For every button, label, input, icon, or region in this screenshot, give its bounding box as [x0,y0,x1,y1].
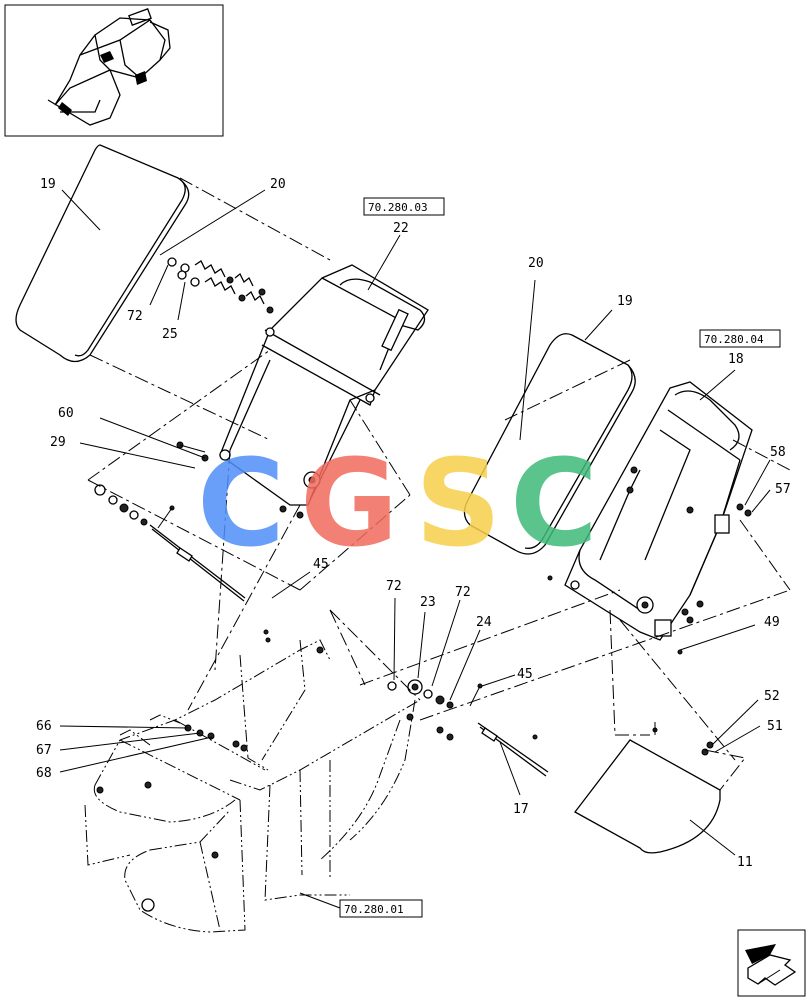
leader-lines [59,189,771,909]
callout-68: 68 [36,766,52,781]
assembly-lines [87,177,791,791]
conveyor-frame-18 [547,381,753,655]
belt-19-left [15,144,190,363]
callout-18: 18 [728,352,744,367]
callout-45: 45 [313,557,329,572]
machine-overview-icon [47,8,171,126]
callout-66: 66 [36,719,52,734]
callout-19: 19 [617,294,633,309]
watermark-letter-c2: C [510,435,598,574]
ref-70-280-01-label: 70.280.01 [344,903,404,916]
ref-70-280-01[interactable]: 70.280.01 [339,899,423,918]
callout-29: 29 [50,435,66,450]
conveyor-frame-22 [219,264,429,506]
thumbnail-inset[interactable] [4,4,224,137]
callout-20: 20 [270,177,286,192]
ref-70-280-03-label: 70.280.03 [368,201,428,214]
watermark-letter-c1: C [197,435,285,574]
callout-72: 72 [455,585,471,600]
reference-boxes[interactable]: 70.280.03 70.280.04 70.280.01 [339,197,781,918]
callout-22: 22 [393,221,409,236]
belt-19-right [463,333,636,555]
callout-25: 25 [162,327,178,342]
callout-72: 72 [127,309,143,324]
callout-45: 45 [517,667,533,682]
watermark-letter-s: S [415,435,501,574]
callout-11: 11 [737,855,753,870]
callout-49: 49 [764,615,780,630]
tension-rod-center [387,679,549,777]
callout-labels: 19 20 72 25 22 60 29 20 19 18 58 57 45 7… [36,177,791,870]
callout-52: 52 [764,689,780,704]
callout-24: 24 [476,615,492,630]
callout-20: 20 [528,256,544,271]
callout-17: 17 [513,802,529,817]
callout-67: 67 [36,743,52,758]
watermark-letter-g: G [300,435,399,574]
callout-51: 51 [767,719,783,734]
ref-70-280-03[interactable]: 70.280.03 [363,197,445,216]
watermark-logo: C G S C [197,435,598,574]
shield-11 [574,722,721,854]
callout-58: 58 [770,445,786,460]
callout-57: 57 [775,482,791,497]
callout-72: 72 [386,579,402,594]
callout-19: 19 [40,177,56,192]
spring-assembly-25 [167,257,274,314]
ref-70-280-04[interactable]: 70.280.04 [699,329,781,348]
chassis-frame [84,629,421,933]
callout-60: 60 [58,406,74,421]
callout-23: 23 [420,595,436,610]
ref-70-280-04-label: 70.280.04 [704,333,764,346]
tension-rod-left [94,441,304,602]
next-page-arrow-icon[interactable] [737,929,806,997]
